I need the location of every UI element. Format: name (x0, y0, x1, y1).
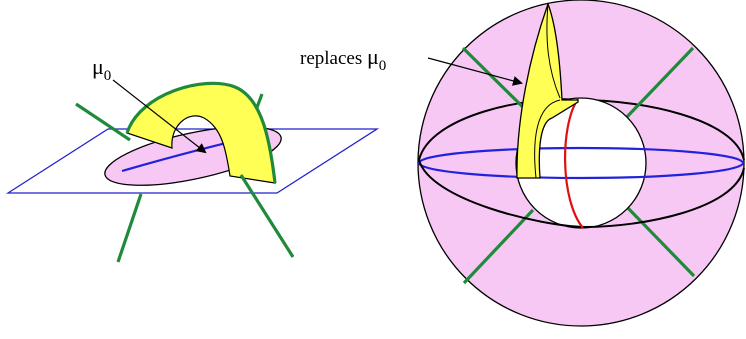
right-label-prefix: replaces (300, 48, 367, 69)
right-figure: replaces μ0 (300, 0, 745, 327)
left-arrow-icon (112, 79, 207, 154)
right-arrow-icon (427, 57, 523, 86)
left-label-symbol: μ (92, 54, 104, 79)
left-figure: μ0 (5, 54, 380, 263)
left-green-line-3 (116, 193, 143, 263)
right-green-line-2 (622, 46, 695, 122)
right-yellow-band (516, 2, 579, 179)
right-inner-hole (515, 97, 647, 229)
right-black-ellipse-front (418, 159, 745, 229)
right-band-detail-2 (546, 3, 561, 99)
left-green-line-1 (75, 102, 131, 142)
left-band-green-edge (125, 81, 277, 184)
right-red-curve (564, 98, 584, 229)
right-green-line-4 (625, 205, 696, 278)
right-label-subscript: 0 (379, 58, 387, 74)
right-label-symbol: μ (367, 44, 379, 69)
left-plane (5, 128, 380, 194)
right-green-line-3 (462, 208, 535, 285)
left-label-subscript: 0 (104, 68, 112, 84)
right-green-line-1 (461, 46, 533, 117)
right-band-detail-1 (534, 99, 561, 179)
svg-text:replaces μ0: replaces μ0 (300, 44, 386, 74)
left-green-line-4 (239, 174, 295, 258)
svg-text:μ0: μ0 (92, 54, 111, 84)
